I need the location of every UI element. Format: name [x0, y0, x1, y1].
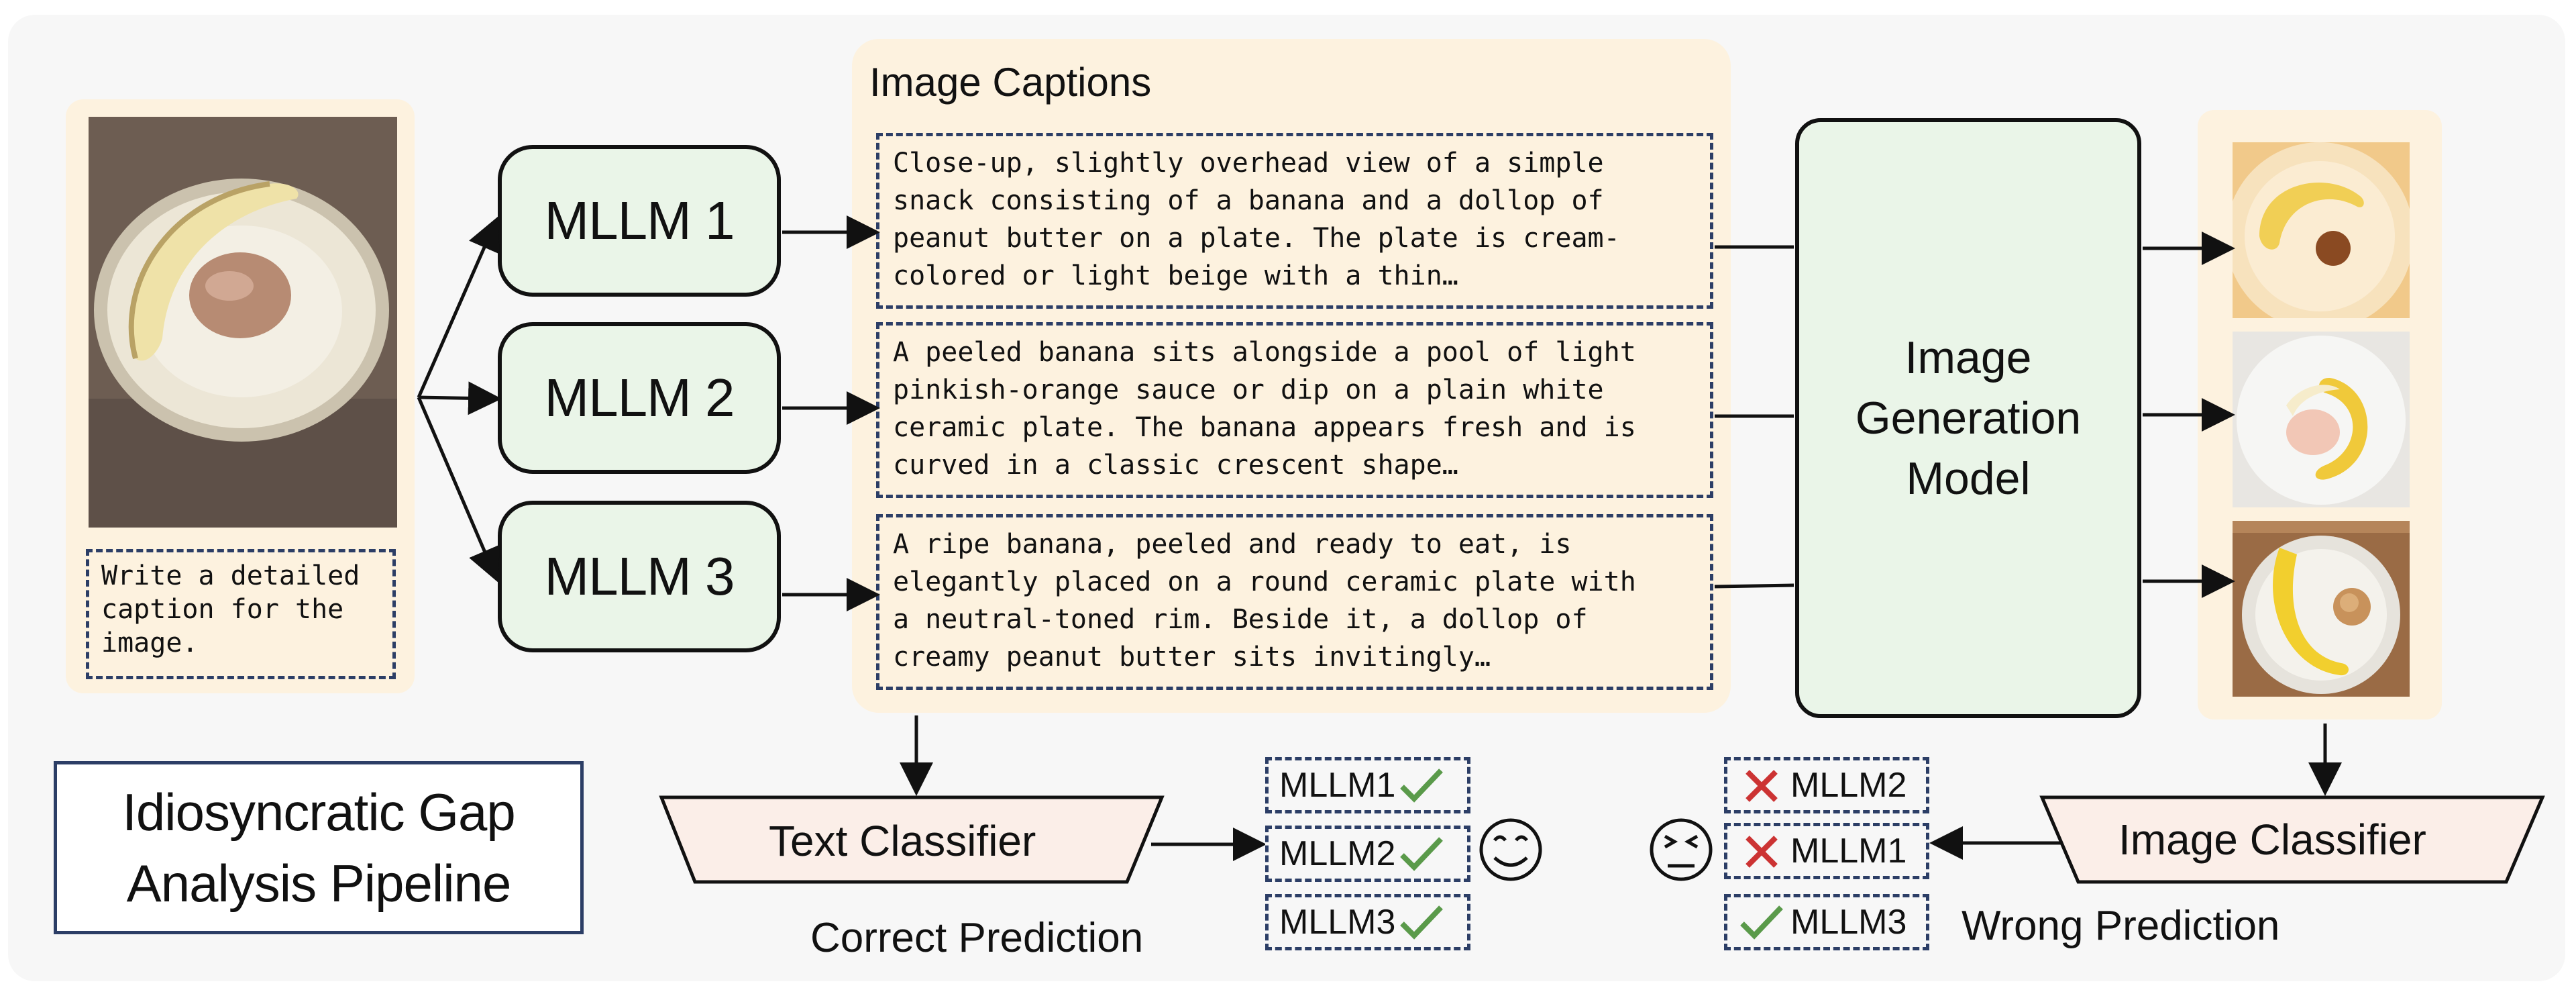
text-pred-2-name: MLLM2: [1279, 834, 1396, 873]
wrong-prediction-label: Wrong Prediction: [1962, 903, 2280, 949]
image-pred-1-name: MLLM2: [1790, 766, 1907, 805]
mllm-2-node: MLLM 2: [498, 322, 781, 474]
cross-icon: [1746, 836, 1778, 868]
line-caption3-to-generator: [1714, 583, 1794, 589]
smile-face-icon: [1479, 818, 1542, 881]
caption-1: Close-up, slightly overhead view of a si…: [876, 133, 1713, 309]
captions-panel: [852, 39, 1731, 713]
text-pred-2: MLLM2: [1265, 826, 1470, 882]
text-pred-1-name: MLLM1: [1279, 766, 1396, 805]
image-pred-2: MLLM1: [1724, 823, 1929, 879]
frown-face-icon: [1650, 818, 1713, 881]
image-pred-1: MLLM2: [1724, 757, 1929, 813]
cross-icon: [1746, 770, 1778, 802]
check-icon: [1740, 905, 1783, 940]
arrow-input-to-mllm1: [417, 216, 500, 399]
check-icon: [1400, 837, 1444, 871]
arrow-input-to-mllm3: [417, 397, 500, 583]
text-pred-1: MLLM1: [1265, 757, 1470, 813]
prompt-box: Write a detailed caption for the image.: [86, 549, 396, 679]
image-pred-2-name: MLLM1: [1790, 832, 1907, 871]
check-icon: [1400, 768, 1444, 803]
generated-image-3: [2233, 521, 2410, 697]
image-classifier-label: Image Classifier: [2118, 815, 2426, 864]
generated-image-1: [2233, 142, 2410, 318]
image-classifier-shape: [2039, 795, 2545, 884]
pipeline-title-box: Idiosyncratic Gap Analysis Pipeline: [54, 761, 584, 934]
caption-2: A peeled banana sits alongside a pool of…: [876, 322, 1713, 498]
correct-prediction-label: Correct Prediction: [810, 915, 1144, 961]
image-pred-3: MLLM3: [1724, 894, 1929, 950]
input-photo: [89, 117, 397, 528]
text-classifier-shape: [659, 795, 1165, 884]
generator-label: Image Generation Model: [1855, 332, 2082, 504]
image-pred-3-name: MLLM3: [1790, 903, 1907, 942]
arrow-input-to-mllm2: [418, 381, 502, 415]
mllm-1-node: MLLM 1: [498, 145, 781, 297]
mllm-3-node: MLLM 3: [498, 501, 781, 652]
text-pred-3-name: MLLM3: [1279, 903, 1396, 942]
text-classifier-label: Text Classifier: [769, 817, 1036, 865]
pipeline-title-line-2: Analysis Pipeline: [126, 854, 512, 913]
check-icon: [1400, 905, 1444, 940]
captions-title: Image Captions: [869, 60, 1152, 105]
text-pred-3: MLLM3: [1265, 894, 1470, 950]
pipeline-title-line-1: Idiosyncratic Gap: [122, 783, 516, 842]
caption-3: A ripe banana, peeled and ready to eat, …: [876, 514, 1713, 690]
image-generation-model-node: Image Generation Model: [1795, 118, 2141, 718]
generated-image-2: [2233, 332, 2410, 507]
